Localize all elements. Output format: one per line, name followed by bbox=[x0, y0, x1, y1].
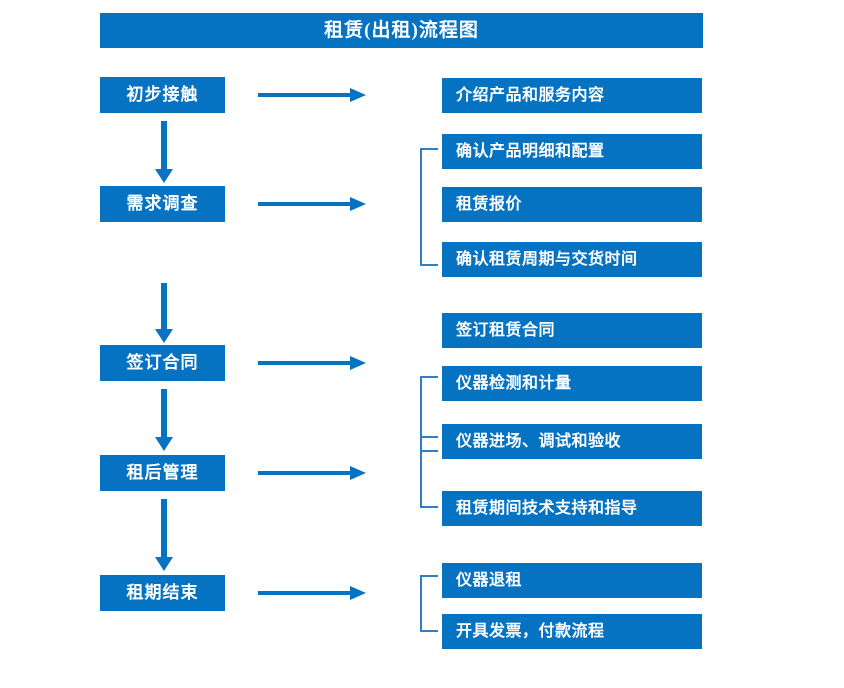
detail-box-confirm-period-delivery[interactable]: 确认租赁周期与交货时间 bbox=[442, 242, 702, 277]
detail-box-instrument-inspection[interactable]: 仪器检测和计量 bbox=[442, 366, 702, 401]
flowchart-title: 租赁(出租)流程图 bbox=[100, 13, 703, 48]
arrow-shaft bbox=[161, 283, 167, 330]
flow-arrow-down-contract-to-management bbox=[155, 389, 173, 451]
flow-arrow-down-management-to-end bbox=[155, 499, 173, 571]
flow-arrow-down-survey-to-contract bbox=[155, 283, 173, 343]
arrow-shaft bbox=[258, 202, 352, 206]
arrow-shaft bbox=[161, 389, 167, 438]
arrow-shaft bbox=[161, 499, 167, 558]
group-bracket-rental-period-end bbox=[420, 575, 438, 632]
detail-box-introduce-products[interactable]: 介绍产品和服务内容 bbox=[442, 78, 702, 113]
detail-box-technical-support[interactable]: 租赁期间技术支持和指导 bbox=[442, 491, 702, 526]
detail-box-confirm-product-details[interactable]: 确认产品明细和配置 bbox=[442, 134, 702, 169]
detail-box-instrument-onsite[interactable]: 仪器进场、调试和验收 bbox=[442, 424, 702, 459]
stage-box-post-rental-management[interactable]: 租后管理 bbox=[100, 455, 225, 491]
arrow-shaft bbox=[258, 361, 352, 365]
arrow-head bbox=[155, 557, 173, 571]
link-arrow-requirement-survey bbox=[258, 197, 366, 211]
stage-box-initial-contact[interactable]: 初步接触 bbox=[100, 77, 225, 113]
arrow-head bbox=[155, 437, 173, 451]
link-arrow-post-rental-management bbox=[258, 466, 366, 480]
group-bracket-sign-contract bbox=[420, 376, 438, 452]
stage-box-sign-contract[interactable]: 签订合同 bbox=[100, 345, 225, 381]
arrow-shaft bbox=[258, 93, 352, 97]
detail-box-sign-rental-contract[interactable]: 签订租赁合同 bbox=[442, 313, 702, 348]
arrow-head bbox=[350, 356, 366, 370]
arrow-shaft bbox=[161, 121, 167, 170]
arrow-shaft bbox=[258, 591, 352, 595]
arrow-head bbox=[155, 169, 173, 183]
group-bracket-requirement-survey bbox=[420, 148, 438, 266]
link-arrow-sign-contract bbox=[258, 356, 366, 370]
detail-box-invoice-payment[interactable]: 开具发票，付款流程 bbox=[442, 614, 702, 649]
stage-box-rental-period-end[interactable]: 租期结束 bbox=[100, 575, 225, 611]
detail-box-instrument-return[interactable]: 仪器退租 bbox=[442, 563, 702, 598]
arrow-head bbox=[350, 466, 366, 480]
arrow-head bbox=[350, 88, 366, 102]
link-arrow-rental-period-end bbox=[258, 586, 366, 600]
stage-box-requirement-survey[interactable]: 需求调查 bbox=[100, 186, 225, 222]
arrow-head bbox=[350, 586, 366, 600]
link-arrow-initial-contact bbox=[258, 88, 366, 102]
arrow-shaft bbox=[258, 471, 352, 475]
arrow-head bbox=[350, 197, 366, 211]
arrow-head bbox=[155, 329, 173, 343]
group-bracket-post-rental-management bbox=[420, 436, 438, 508]
flow-arrow-down-initial-to-survey bbox=[155, 121, 173, 183]
detail-box-rental-quotation[interactable]: 租赁报价 bbox=[442, 187, 702, 222]
